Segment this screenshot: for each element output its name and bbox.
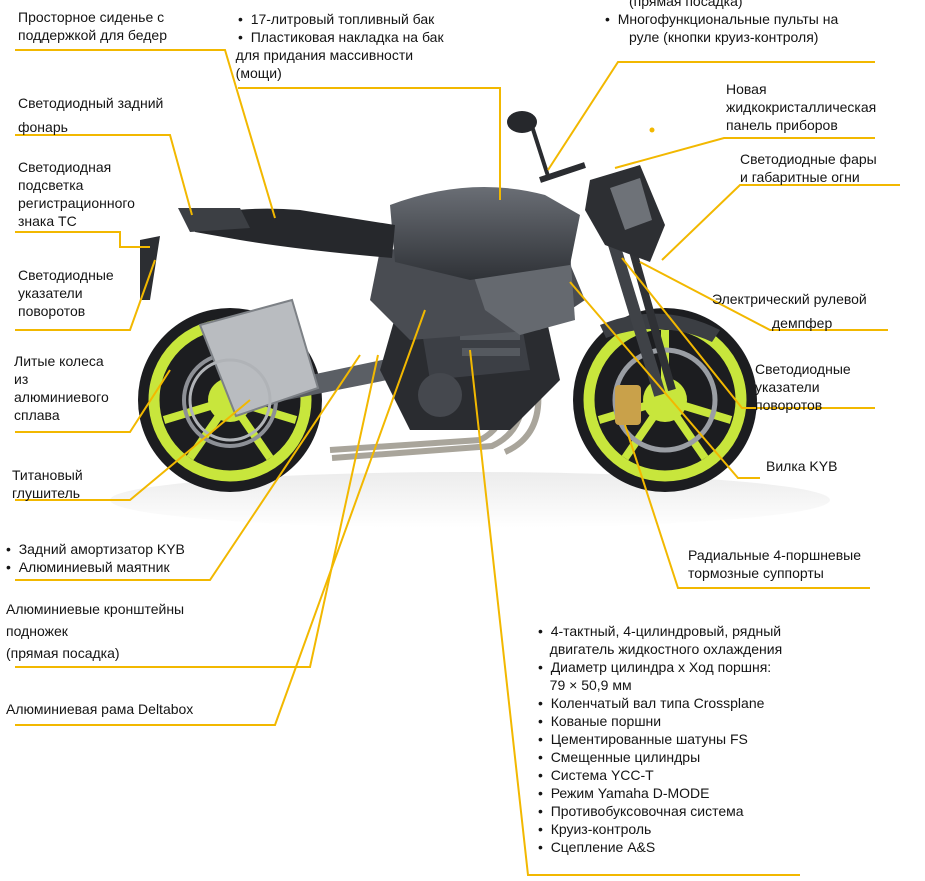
label-dashboard: Новая жидкокристаллическая панель прибор… (726, 81, 877, 133)
label-engine: 4-тактный, 4-цилиндровый, рядный двигате… (538, 622, 783, 856)
label-shock-swingarm: Задний амортизатор KYB Алюминиевый маятн… (6, 540, 185, 576)
label-handlebar-controls: (прямая посадка) • Многофункциональные п… (605, 0, 839, 45)
label-footpegs: Алюминиевые кронштейны подножек (прямая … (6, 601, 185, 661)
label-seat: Просторное сиденье с поддержкой для беде… (18, 9, 168, 43)
handlebar-mirror (507, 111, 586, 183)
license-bracket (140, 236, 160, 300)
label-fork: Вилка KYB (766, 458, 838, 474)
label-muffler: Титановый глушитель (12, 467, 83, 501)
label-fuel-tank: 17-литровый топливный бак Пластиковая на… (236, 10, 444, 82)
label-calipers: Радиальные 4-поршневые тормозные суппорт… (688, 547, 862, 581)
label-plate-light: Светодиодная подсветка регистрационного … (18, 159, 135, 229)
label-headlights: Светодиодные фары и габаритные огни (740, 151, 877, 185)
label-steering-damper: Электрический рулевой демпфер (712, 291, 867, 331)
label-wheels: Литые колеса из алюминиевого сплава (14, 353, 109, 423)
fuel-tank (390, 187, 580, 280)
tail-section (178, 208, 250, 232)
decor-dot (649, 127, 655, 133)
label-frame: Алюминиевая рама Deltabox (6, 701, 194, 717)
front-wheel (573, 308, 757, 492)
label-rear-indicators: Светодиодные указатели поворотов (18, 267, 114, 319)
label-front-indicators: Светодиодные указатели поворотов (755, 361, 851, 413)
label-tail-light: Светодиодный задний фонарь (18, 95, 164, 135)
